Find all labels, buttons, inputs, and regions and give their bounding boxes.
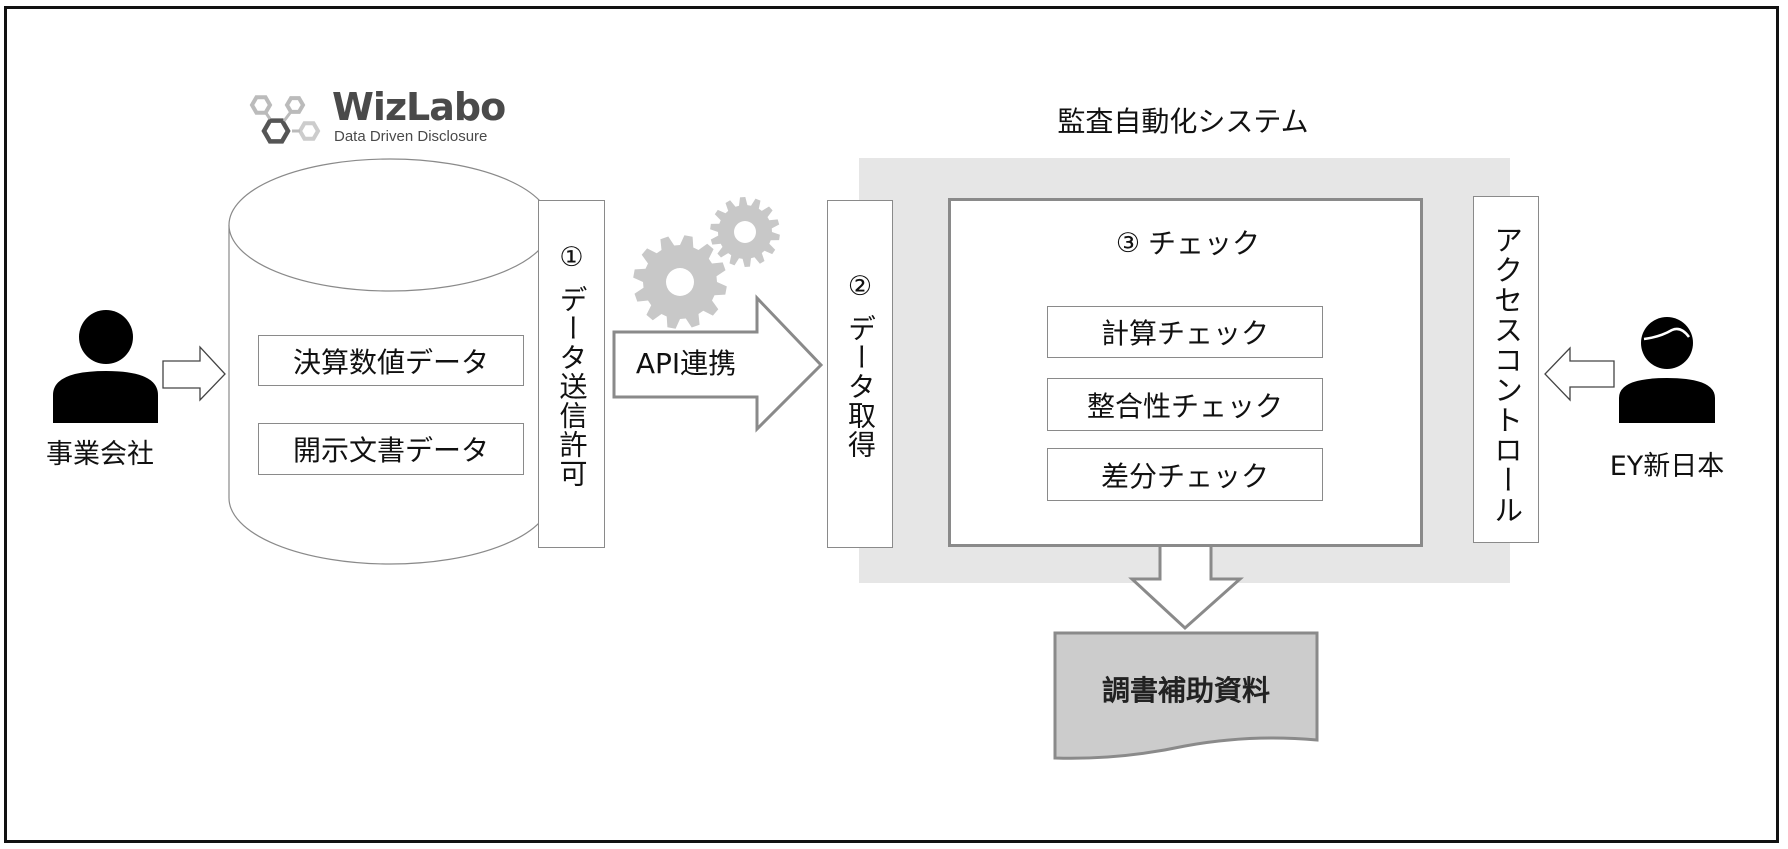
step1-permission-box: ① データ送信許可 xyxy=(538,200,605,548)
step3-number: ③ xyxy=(1115,228,1141,259)
step2-number: ② xyxy=(847,271,873,302)
company-label: 事業会社 xyxy=(46,439,154,470)
logo-title: WizLabo xyxy=(332,85,506,129)
arrow-right-icon xyxy=(162,345,226,402)
arrow-left-icon xyxy=(1544,346,1615,402)
diagram-frame xyxy=(4,6,1779,843)
logo-tagline: Data Driven Disclosure xyxy=(334,128,488,145)
database-item: 決算数値データ xyxy=(258,335,524,386)
hexagon-cluster-icon xyxy=(249,95,321,144)
step1-number: ① xyxy=(559,242,584,273)
check-item: 整合性チェック xyxy=(1047,378,1323,431)
step1-label: データ送信許可 xyxy=(555,285,589,488)
check-item: 計算チェック xyxy=(1047,306,1323,358)
step3-heading: チェック xyxy=(1148,227,1261,260)
auditor-label: EY新日本 xyxy=(1609,451,1725,482)
step2-acquisition-box: ② データ取得 xyxy=(827,200,893,548)
database-cylinder xyxy=(228,158,552,565)
api-link-label: API連携 xyxy=(635,347,737,380)
system-title: 監査自動化システム xyxy=(1057,105,1309,138)
gears-icon xyxy=(633,197,780,329)
output-document-shape xyxy=(1053,631,1319,760)
api-arrow xyxy=(612,294,824,433)
step2-label: データ取得 xyxy=(844,314,877,459)
access-control-box: アクセスコントロール xyxy=(1473,196,1539,543)
arrow-down-icon xyxy=(1128,547,1244,631)
auditor-person-icon xyxy=(1619,317,1715,423)
access-control-label: アクセスコントロール xyxy=(1489,225,1524,525)
database-item: 開示文書データ xyxy=(258,423,524,475)
company-person-icon xyxy=(53,310,158,423)
output-label: 調書補助資料 xyxy=(1101,674,1270,707)
check-item: 差分チェック xyxy=(1047,448,1323,501)
